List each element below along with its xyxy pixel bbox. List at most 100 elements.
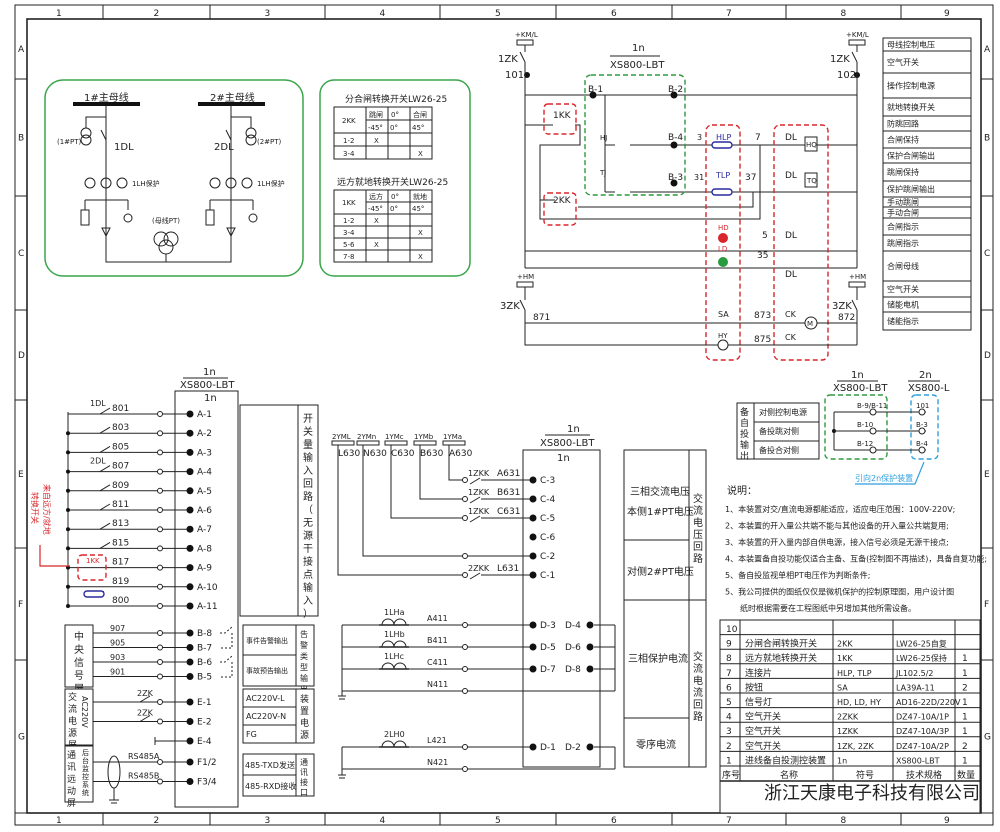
bom-symbol: 1ZKK xyxy=(837,727,859,736)
bom-symbol: HLP, TLP xyxy=(837,669,872,678)
bi-group-char: 干 xyxy=(303,544,313,555)
bi-group-char: 输 xyxy=(303,451,313,464)
comms-panel-char: 通 xyxy=(67,750,76,761)
vt-terminal: C-4 xyxy=(540,495,556,505)
bom-symbol: SA xyxy=(837,683,848,692)
cable-head-icons xyxy=(101,227,236,238)
vt-bus-icon xyxy=(331,440,355,446)
vt-out-wire: C631 xyxy=(497,507,520,517)
terminal-icon xyxy=(670,179,678,187)
coil-tq: TQ xyxy=(806,177,817,185)
idesc-protection: 三相保护电流 xyxy=(628,652,688,665)
power-breaker-label: 2ZK xyxy=(137,689,154,698)
switch-name: 1KK xyxy=(342,199,356,207)
ato-dev1-term: B-9/B-11 xyxy=(857,402,887,410)
wire-node-icon xyxy=(157,430,163,437)
switch-position: 就地 xyxy=(413,192,427,201)
signal-panel-char: 央 xyxy=(74,643,84,656)
legend-label: 防跳回路 xyxy=(887,119,919,129)
power-panel-char: 电 xyxy=(68,715,77,727)
vt-wire xyxy=(362,445,465,557)
switch-contact: 3-4 xyxy=(343,229,355,237)
wire-node-icon xyxy=(462,666,468,672)
terminal-icon xyxy=(186,544,194,552)
row-label: D xyxy=(18,351,25,361)
motor-wiring xyxy=(519,287,858,346)
terminal-icon xyxy=(529,743,537,751)
legend-label: 跳闸保持 xyxy=(887,167,919,177)
ct-wire-label: A411 xyxy=(427,614,448,623)
signal-terminal: B-8 xyxy=(197,629,212,639)
breaker-left-label: 1ZK xyxy=(498,54,518,65)
wire-node-icon xyxy=(462,496,468,502)
comms-panel-char: 远 xyxy=(67,774,76,785)
comms-panel-char: 屏 xyxy=(67,798,76,809)
bi-group-cell xyxy=(297,404,319,617)
pt1-icon xyxy=(80,127,92,146)
comms-desc: 485-TXD发送 xyxy=(245,760,295,770)
ct-terminal-left: D-1 xyxy=(540,743,556,753)
legend-label: 操作控制电源 xyxy=(887,81,935,91)
junction-icon xyxy=(66,546,70,551)
legend-label: 跳闸指示 xyxy=(887,238,919,248)
column-label: 5 xyxy=(495,9,501,19)
note-item: 2、本装置的开入量公共端不能与其他设备的开入量公共端复用; xyxy=(725,521,949,531)
analog-inputs: 1n XS800-LBT 1n 三相交流电压 本侧1#PT电压 对侧2#PT电压… xyxy=(331,424,707,779)
bi-terminal: A-8 xyxy=(197,544,212,554)
comms-desc: 485-RXD接收 xyxy=(245,781,296,791)
vdesc-remote-pt: 对侧2#PT电压 xyxy=(627,565,694,578)
wire-node-icon xyxy=(157,545,163,552)
bi-group-char: 回 xyxy=(303,478,313,490)
bi-wire-label: 801 xyxy=(112,404,129,414)
terminal-icon xyxy=(186,564,194,572)
device-1n-box xyxy=(174,390,239,808)
ct-terminal-right: D-2 xyxy=(565,743,581,753)
bom-spec: DZ47-10A/3P xyxy=(896,727,949,736)
vi-device-num: 1n xyxy=(567,424,580,435)
ato-dev2-zone xyxy=(910,394,939,460)
dl-5: DL xyxy=(785,231,797,241)
wire-node-icon xyxy=(157,583,163,590)
bus2-label: 2#主母线 xyxy=(210,91,255,104)
vt-wire-label: B630 xyxy=(420,449,444,459)
node-3: 3 xyxy=(697,133,702,142)
wire-node-icon xyxy=(157,603,163,609)
legend-label: 保护跳闸输出 xyxy=(887,184,935,194)
terminal-icon xyxy=(529,643,537,651)
ato-desc-table xyxy=(753,402,820,460)
power-group-char: 装 xyxy=(300,693,309,705)
vt-terminal: C-1 xyxy=(540,571,555,581)
ck-indicator: CK xyxy=(785,333,797,342)
signal-group-char: 告 xyxy=(300,629,308,639)
bom-no: 2 xyxy=(726,742,732,752)
row-label: G xyxy=(984,733,991,743)
ato-dev1-zone xyxy=(824,394,888,460)
ck-motor: CK xyxy=(785,310,797,319)
terminal-icon xyxy=(186,525,194,533)
note-item: 3、本装置的开入量内部自供电源，接入信号必须是无源干接点; xyxy=(725,537,949,547)
switch-position: 合闸 xyxy=(413,110,427,119)
ct-label: 1LHb xyxy=(384,630,405,639)
ct-wire-label: B411 xyxy=(427,636,448,645)
ato-desc: 备投跳对侧 xyxy=(759,426,799,436)
wire-node-icon xyxy=(157,507,163,513)
vi-box-label: 1n xyxy=(557,453,570,464)
ct-wire-label: N421 xyxy=(427,758,448,767)
igroup-char: 流 xyxy=(693,686,703,699)
primary-diagram: 1#主母线 2#主母线 (1#PT) (2#PT) 1DL 2DL 1LH保护 … xyxy=(44,79,304,277)
ct-terminal-right: D-8 xyxy=(565,665,581,675)
comms-group-char: 通 xyxy=(300,757,308,767)
ct-terminal-right: D-4 xyxy=(565,621,581,631)
column-label: 5 xyxy=(495,816,501,826)
comms-panel-sub-char: 控 xyxy=(82,772,89,781)
bi-group-char: 无 xyxy=(303,518,313,529)
motor-breaker-left: 3ZK xyxy=(500,301,520,312)
legend-label: 合闸指示 xyxy=(887,222,919,232)
ct1-icon xyxy=(84,177,128,189)
bi-group-char: 点 xyxy=(303,569,313,581)
ato-dev1-term: B-10 xyxy=(857,421,873,429)
bom-no: 4 xyxy=(726,713,732,723)
bi-wire-label: 800 xyxy=(112,596,129,606)
ct2-label: 1LH保护 xyxy=(257,179,285,188)
signal-panel-char: 中 xyxy=(74,630,84,643)
